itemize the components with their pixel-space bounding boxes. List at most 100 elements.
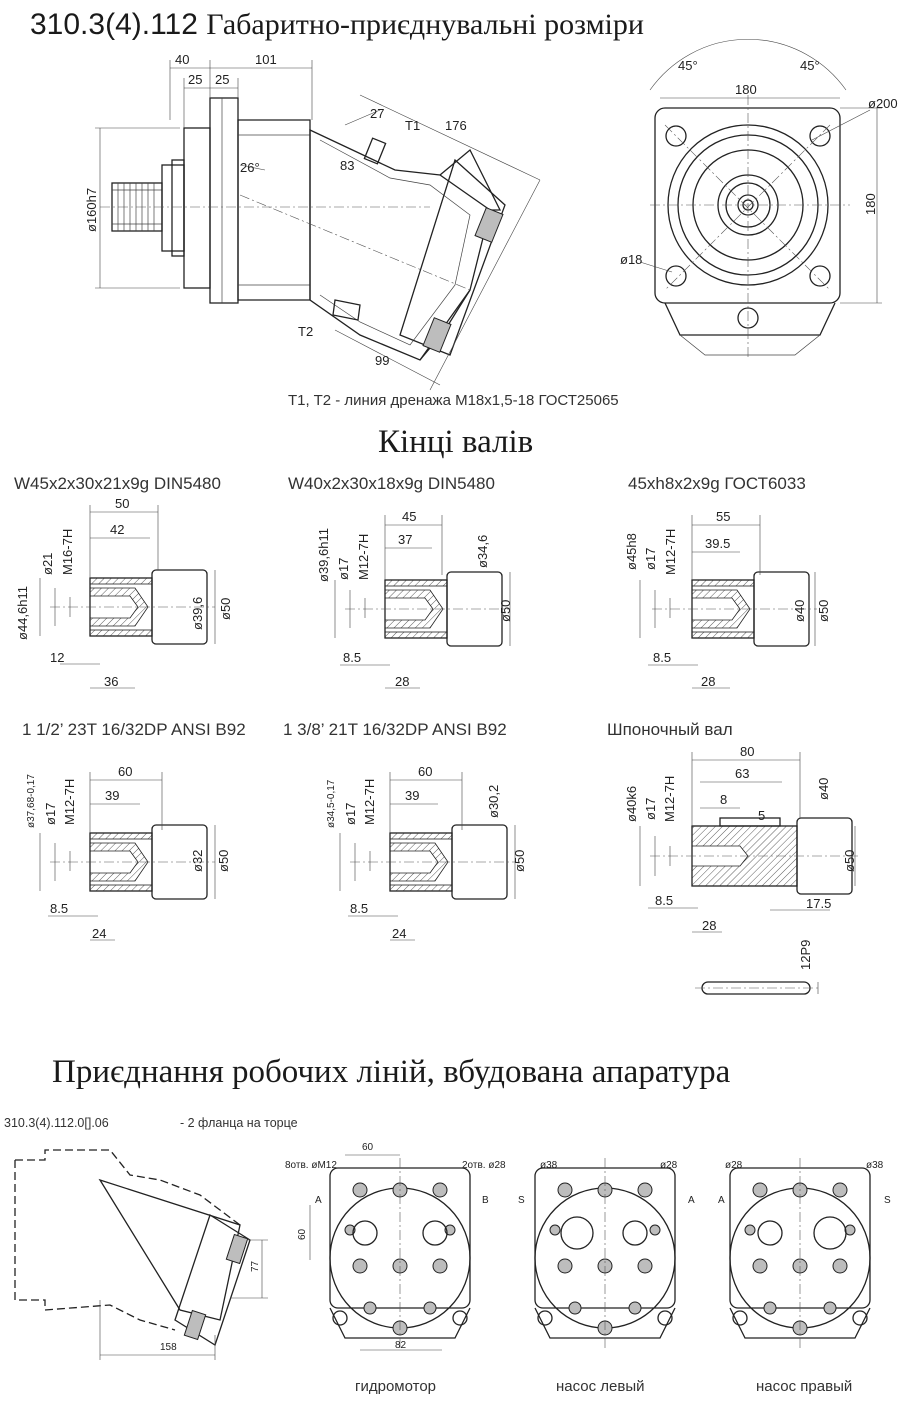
dim-label: 8.5 (653, 650, 671, 665)
dim-label: 83 (340, 158, 354, 173)
dim-label: ø38 (540, 1160, 558, 1171)
dim-label: M12-7H (663, 529, 678, 575)
shaft-1: 50 42 ø44,6h11 ø21 M16-7H ø39,6 ø50 12 3… (15, 496, 233, 689)
caption-hydromotor: гидромотор (355, 1378, 436, 1395)
shaft-2: 45 37 ø39,6h11 ø17 M12-7H ø34,6 ø50 8.5 … (316, 509, 513, 689)
dim-label: 24 (392, 926, 406, 941)
dim-label: 8.5 (655, 893, 673, 908)
connection-section-title: Приєднання робочих ліній, вбудована апар… (52, 1054, 731, 1090)
dim-label: 24 (92, 926, 106, 941)
dim-label: ø40k6 (624, 786, 639, 822)
dim-label: 55 (716, 509, 730, 524)
dim-label: 12P9 (798, 940, 813, 970)
dim-label: B (482, 1195, 489, 1206)
dim-label: 180 (735, 82, 757, 97)
variant-code: 310.3(4).112.0[].06 (4, 1116, 109, 1130)
dim-label: 25 (215, 72, 229, 87)
dim-label: M12-7H (62, 779, 77, 825)
dim-label: ø50 (216, 850, 231, 872)
dim-label: 28 (701, 674, 715, 689)
dim-label: 26° (240, 160, 260, 175)
dim-label: ø30,2 (486, 785, 501, 818)
port-label: T1 (405, 118, 420, 133)
dim-label: M16-7H (60, 529, 75, 575)
shaft-label: 1 1/2’ 23T 16/32DP ANSI B92 (22, 720, 246, 739)
dim-label: 50 (115, 496, 129, 511)
dim-label: 37 (398, 532, 412, 547)
dim-label: 8 (720, 792, 727, 807)
dim-label: 60 (418, 764, 432, 779)
dim-label: ø50 (512, 850, 527, 872)
dim-label: 12 (50, 650, 64, 665)
dim-label: ø17 (643, 798, 658, 820)
dim-label: M12-7H (662, 776, 677, 822)
dim-label: ø200 (868, 96, 898, 111)
dim-label: 180 (863, 193, 878, 215)
shaft-section-title: Кінці валів (378, 424, 534, 460)
shaft-label: W40x2x30x18x9g DIN5480 (288, 474, 495, 493)
dim-label: ø40 (816, 778, 831, 800)
dim-label: 176 (445, 118, 467, 133)
dim-label: ø34,5-0,17 (326, 779, 337, 828)
dim-label: 28 (702, 918, 716, 933)
dim-label: ø21 (40, 553, 55, 575)
dim-label: 2отв. ø28 (462, 1160, 506, 1171)
dim-label: 45° (678, 58, 698, 73)
flange-front-view: 45° 45° 180 ø200 180 ø18 (620, 38, 898, 360)
drain-note: T1, T2 - линия дренажа M18x1,5-18 ГОСТ25… (288, 392, 619, 409)
shaft-label: 45xh8x2x9g ГОСТ6033 (628, 474, 806, 493)
dim-label: 45 (402, 509, 416, 524)
dim-label: 25 (188, 72, 202, 87)
dim-label: ø17 (643, 548, 658, 570)
dim-label: ø28 (660, 1160, 678, 1171)
variant-note: - 2 фланца на торце (180, 1116, 298, 1130)
face-hydromotor: 60 8отв. øM12 2отв. ø28 A B 60 82 (285, 1142, 506, 1351)
dim-label: ø39,6h11 (316, 528, 331, 582)
shaft-label: 1 3/8’ 21T 16/32DP ANSI B92 (283, 720, 507, 739)
dim-label: 158 (160, 1342, 177, 1353)
dim-label: 39 (105, 788, 119, 803)
dim-label: 28 (395, 674, 409, 689)
shaft-3: 55 39.5 ø45h8 ø17 M12-7H ø40 ø50 8.5 28 (624, 509, 831, 689)
dim-label: ø160h7 (84, 188, 99, 232)
dim-label: ø34,6 (475, 535, 490, 568)
dim-label: M12-7H (356, 534, 371, 580)
dim-label: ø44,6h11 (15, 586, 30, 640)
dim-label: 5 (758, 808, 765, 823)
page-title: 310.3(4).112 Габаритно-приєднувальні роз… (30, 8, 644, 42)
port-label: T2 (298, 324, 313, 339)
dim-label: 60 (362, 1142, 374, 1153)
dim-label: 80 (740, 744, 754, 759)
connection-side-view: 77 158 (14, 1149, 268, 1360)
dim-label: ø17 (43, 803, 58, 825)
dim-label: 40 (175, 52, 189, 67)
dim-label: 60 (118, 764, 132, 779)
dim-label: ø37,68-0,17 (26, 774, 37, 828)
shaft-label: W45x2x30x21x9g DIN5480 (14, 474, 221, 493)
shaft-4: 60 39 ø37,68-0,17 ø17 M12-7H ø32 ø50 8.5… (26, 764, 231, 941)
shaft-5: 60 39 ø34,5-0,17 ø17 M12-7H ø30,2 ø50 8.… (326, 764, 527, 941)
dim-label: M12-7H (362, 779, 377, 825)
dim-label: ø38 (866, 1160, 884, 1171)
dim-label: ø32 (190, 850, 205, 872)
dim-label: ø17 (343, 803, 358, 825)
dim-label: 39 (405, 788, 419, 803)
dim-label: 17.5 (806, 896, 831, 911)
dim-label: 60 (297, 1228, 308, 1240)
dim-label: ø50 (842, 850, 857, 872)
dim-label: 45° (800, 58, 820, 73)
dim-label: 42 (110, 522, 124, 537)
dim-label: ø28 (725, 1160, 743, 1171)
dim-label: 36 (104, 674, 118, 689)
dim-label: ø50 (816, 600, 831, 622)
dim-label: A (688, 1195, 695, 1206)
dim-label: ø45h8 (624, 533, 639, 570)
dim-label: ø39,6 (190, 597, 205, 630)
caption-pump-right: насос правый (756, 1378, 853, 1395)
dim-label: 8.5 (350, 901, 368, 916)
dim-label: A (718, 1195, 725, 1206)
shaft-6-keyed: 80 63 8 5 ø40k6 ø17 M12-7H ø40 ø50 8.5 2… (624, 744, 860, 995)
dim-label: S (518, 1195, 525, 1206)
dim-label: 63 (735, 766, 749, 781)
